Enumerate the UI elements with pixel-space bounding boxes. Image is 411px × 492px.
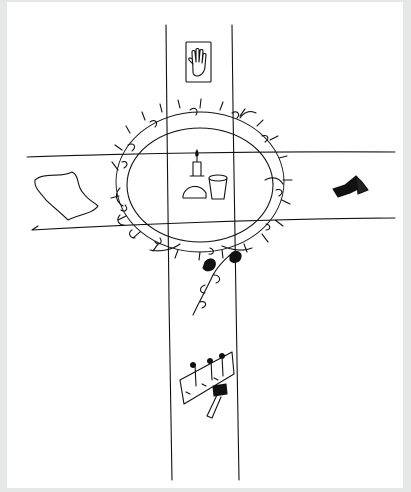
- thorn-wreath-icon: [111, 99, 292, 260]
- hammer-icon: [207, 384, 227, 418]
- candle-icon: [190, 150, 204, 176]
- dice-icon: [333, 176, 368, 197]
- sponge-icon: [35, 172, 98, 220]
- rose-icon: [193, 251, 241, 315]
- cross-outline: [27, 25, 395, 480]
- raised-hand-icon: [186, 42, 211, 82]
- cup-icon: [209, 175, 227, 199]
- bread-icon: [183, 186, 206, 198]
- nails-board-icon: [180, 352, 234, 404]
